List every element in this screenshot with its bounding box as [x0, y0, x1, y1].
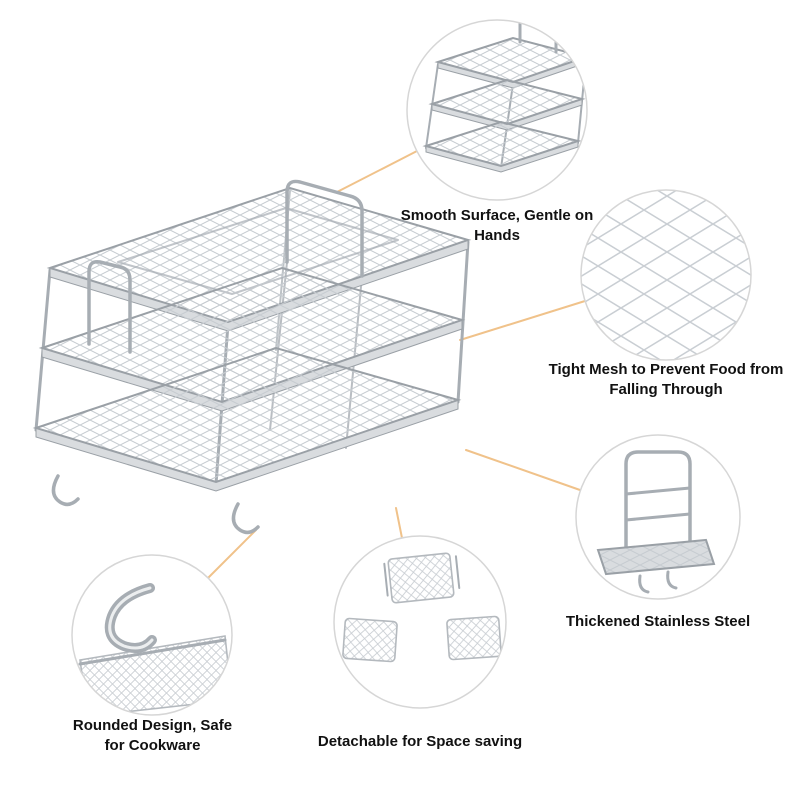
feature-label-detachable: Detachable for Space saving [317, 733, 523, 750]
callout-thick-steel [575, 434, 741, 600]
feature-label-tight-mesh: Tight Mesh to Prevent Food from Falling … [548, 361, 784, 399]
callout-smooth-surface [406, 19, 588, 201]
smooth-surface-illustration [422, 20, 587, 173]
rack-foot-icon [51, 474, 80, 507]
detachable-illustration [342, 552, 502, 663]
thick-steel-illustration [596, 450, 716, 594]
product-rack-illustration [32, 179, 472, 535]
callout-detachable [333, 535, 507, 709]
tight-mesh-illustration [581, 190, 751, 360]
feature-label-smooth-surface: Smooth Surface, Gentle on Hands [400, 207, 594, 245]
rack-handle-icon [285, 179, 364, 278]
callout-connector-lines [207, 150, 586, 579]
rack-side-handle-icon [87, 259, 132, 354]
rack-foot-icon [231, 502, 260, 535]
feature-label-rounded-design: Rounded Design, Safe for Cookware [72, 717, 233, 755]
rounded-design-illustration [78, 583, 232, 715]
feature-label-thick-steel: Thickened Stainless Steel [565, 613, 751, 630]
callout-rounded-design [71, 554, 233, 716]
callout-tight-mesh [580, 189, 752, 361]
